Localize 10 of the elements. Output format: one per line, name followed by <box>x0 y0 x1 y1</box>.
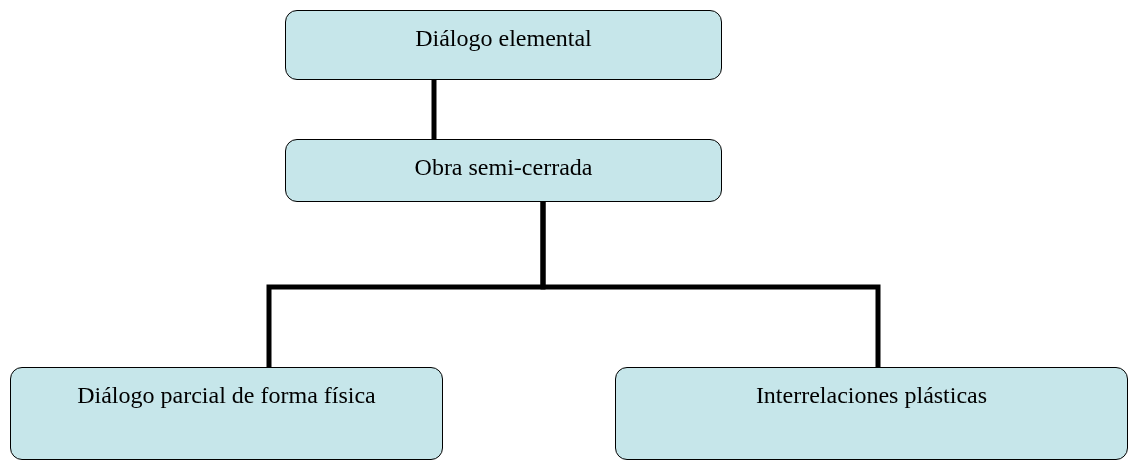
rounded-box <box>285 10 722 80</box>
connector-line <box>431 80 437 139</box>
rounded-box <box>615 367 1128 460</box>
rounded-box <box>285 139 722 202</box>
box-label: Diálogo parcial de forma física <box>77 381 376 410</box>
box-label: Diálogo elemental <box>415 24 592 53</box>
box-label: Interrelaciones plásticas <box>755 381 988 410</box>
box-label: Obra semi-cerrada <box>414 153 593 182</box>
connector-line <box>540 202 881 367</box>
rounded-box <box>10 367 443 460</box>
